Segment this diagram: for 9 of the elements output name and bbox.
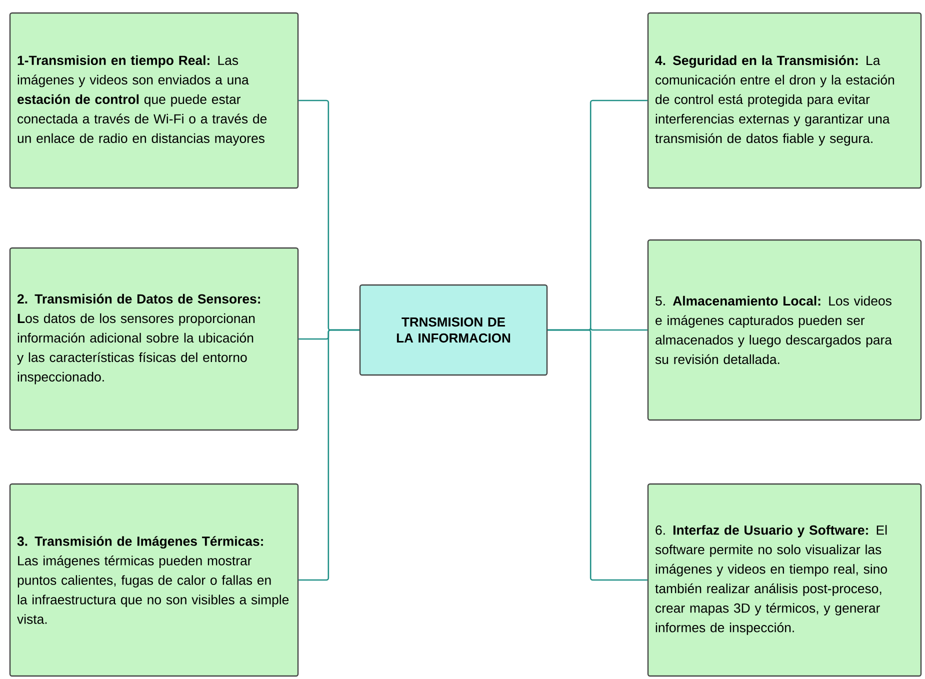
note-box: 6. Interfaz de Usuario y Software: El software permite no solo visualizar las imágenes y videos en tiempo real, sino también realizar análisis post-proceso, crear mapas 3D y térmicos, y generar informes de inspección. (647, 483, 922, 677)
note-box: 4. Seguridad en la Transmisión: La comunicación entre el dron y la estación de control está protegida para evitar interferencias externas y garantizar una transmisión de datos fiable y segura. (647, 12, 922, 189)
note-box: 2. Transmisión de Datos de Sensores: Los datos de los sensores proporcionan información adicional sobre la ubicación y las características físicas del entorno inspeccionado. (9, 247, 299, 431)
note-box: 1-Transmision en tiempo Real: Las imágenes y videos son enviados a una estación de control que puede estar conectada a través de Wi-Fi o a través de un enlace de radio en distancias mayores (9, 12, 299, 189)
topic-box: TRNSMISION DE LA INFORMACION (359, 284, 548, 376)
note-box: 5. Almacenamiento Local: Los videos e imágenes capturados pueden ser almacenados y luego descargados para su revisión detallada. (647, 239, 922, 421)
connector (548, 329, 648, 581)
note-box: 3. Transmisión de Imágenes Térmicas: Las imágenes térmicas pueden mostrar puntos calientes, fugas de calor o fallas en la infraestructura que no son visibles a simple vista. (9, 483, 299, 677)
connector (298, 329, 360, 581)
